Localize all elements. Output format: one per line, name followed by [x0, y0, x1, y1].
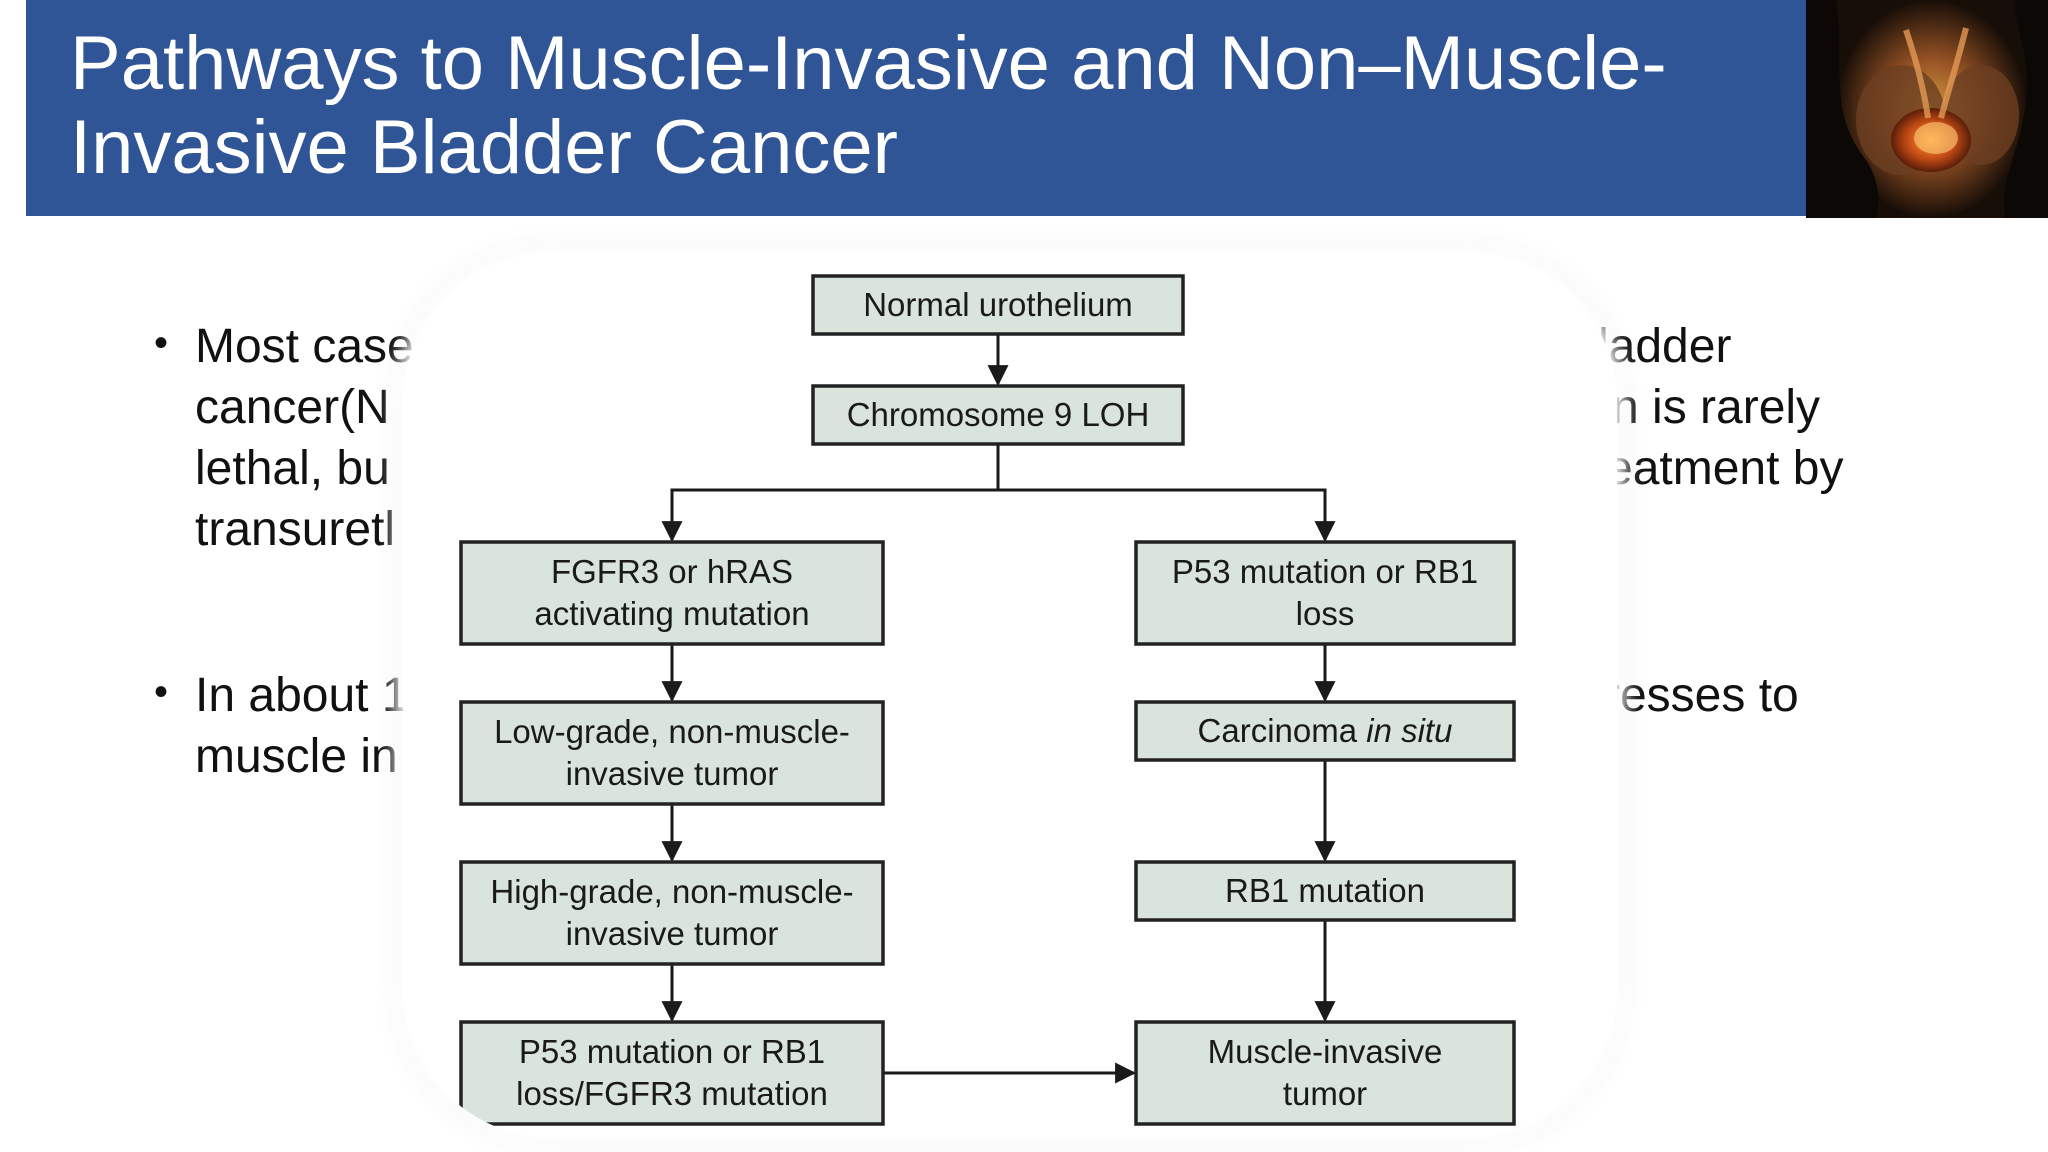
flow-node-label: Carcinoma in situ [1198, 712, 1453, 749]
bullet-1-line-4: transuretl [195, 503, 396, 556]
bullet-dot: • [154, 321, 169, 365]
flow-node-label: Chromosome 9 LOH [847, 396, 1150, 433]
flow-node-box [459, 860, 885, 966]
flow-node-label: activating mutation [534, 595, 809, 632]
flow-node-p53-bottom: P53 mutation or RB1 loss/FGFR3 mutation [459, 1020, 885, 1126]
flow-node-p53-left: P53 mutation or RB1 loss [1134, 540, 1516, 646]
bullet-1-line-2: cancer(N [195, 381, 390, 434]
bullet-2-right-1: resses to [1604, 669, 1799, 722]
bullet-1-line-3: lethal, bu [195, 442, 390, 495]
bullet-1-right-2: n is rarely [1612, 381, 1821, 434]
slide-title: Pathways to Muscle-Invasive and Non–Musc… [70, 21, 1667, 190]
flow-node-label: invasive tumor [566, 755, 779, 792]
flow-node-box [1134, 540, 1516, 646]
flow-node-label: Muscle-invasive [1208, 1033, 1443, 1070]
flow-node-label: Normal urothelium [863, 286, 1133, 323]
bullet-1-right-3: eatment by [1606, 442, 1844, 495]
flow-node-label: FGFR3 or hRAS [551, 553, 793, 590]
flow-node-box [1134, 1020, 1516, 1126]
flow-node-rb1: RB1 mutation [1134, 860, 1516, 922]
flow-node-label: P53 mutation or RB1 [519, 1033, 825, 1070]
flow-node-box [1134, 860, 1516, 922]
pelvic-anatomy-illustration [1806, 0, 2048, 218]
bullet-dot: • [154, 670, 169, 714]
flow-node-box [811, 384, 1185, 446]
flow-arrow-chr9-to-p53-left [996, 444, 1336, 543]
flow-node-fgfr3: FGFR3 or hRAS activating mutation [459, 540, 885, 646]
flow-node-box [1134, 700, 1516, 762]
edges-layer [661, 334, 1336, 1084]
flow-arrow-chr9-to-fgfr3 [661, 444, 1000, 543]
flow-node-label: loss/FGFR3 mutation [516, 1075, 828, 1112]
flow-node-cis: Carcinoma in situ [1134, 700, 1516, 762]
flow-node-label: High-grade, non-muscle- [490, 873, 853, 910]
flow-node-box [811, 274, 1185, 336]
flow-node-low-grade: Low-grade, non-muscle-invasive tumor [459, 700, 885, 806]
flow-node-label: P53 mutation or RB1 [1172, 553, 1478, 590]
flow-node-label: loss [1296, 595, 1355, 632]
flow-node-label: invasive tumor [566, 915, 779, 952]
flow-node-label: Low-grade, non-muscle- [494, 713, 850, 750]
bullet-2-line-2: muscle in [195, 730, 398, 783]
flow-node-muscle-invasive: Muscle-invasive tumor [1134, 1020, 1516, 1126]
bullet-2-line-1: In about 1 [195, 669, 409, 722]
flow-node-box [459, 1020, 885, 1126]
flow-node-box [459, 700, 885, 806]
bullet-1-right-1: ladder [1598, 320, 1732, 373]
flow-node-label: tumor [1283, 1075, 1367, 1112]
flow-node-chr9: Chromosome 9 LOH [811, 384, 1185, 446]
flow-node-normal: Normal urothelium [811, 274, 1185, 336]
flow-node-label: RB1 mutation [1225, 872, 1425, 909]
title-bar: Pathways to Muscle-Invasive and Non–Musc… [26, 0, 1806, 216]
bullet-1-line-1: Most case [195, 320, 414, 373]
flow-node-high-grade: High-grade, non-muscle-invasive tumor [459, 860, 885, 966]
flow-node-box [459, 540, 885, 646]
pelvic-anatomy-image [1806, 0, 2048, 218]
